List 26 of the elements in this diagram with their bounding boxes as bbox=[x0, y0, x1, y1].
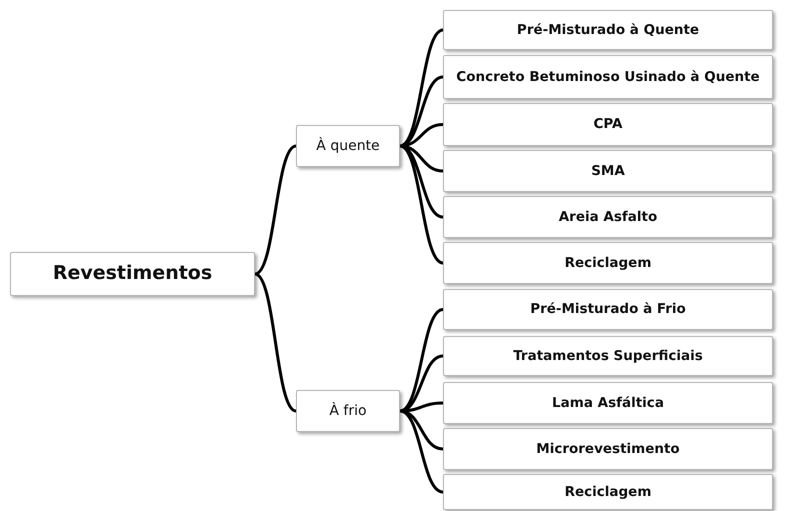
topic-box: Pré-Misturado à Frio bbox=[443, 289, 773, 330]
connector-line bbox=[400, 144, 444, 218]
connector-line bbox=[399, 308, 444, 412]
topic-box: À quente bbox=[296, 125, 400, 167]
topic-box: À frio bbox=[296, 390, 400, 432]
topic-box: CPA bbox=[443, 103, 773, 146]
topic-box: Reciclagem bbox=[443, 242, 773, 284]
connector-line bbox=[254, 144, 297, 276]
topic-box: Reciclagem bbox=[443, 474, 773, 510]
topic-box: Pré-Misturado à Quente bbox=[443, 10, 773, 50]
topic-box: Lama Asfáltica bbox=[443, 382, 773, 424]
topic-box: SMA bbox=[443, 150, 773, 192]
connector-line bbox=[399, 144, 444, 264]
connector-line bbox=[254, 272, 297, 412]
connector-line bbox=[399, 28, 444, 148]
connector-line bbox=[400, 76, 444, 148]
topic-box: Microrevestimento bbox=[443, 428, 773, 470]
topic-box: Areia Asfalto bbox=[443, 196, 773, 238]
connector-line bbox=[400, 410, 444, 450]
topic-box: Tratamentos Superficiais bbox=[443, 336, 773, 376]
connector-line bbox=[400, 354, 444, 412]
connector-line bbox=[400, 144, 444, 172]
root-topic-box: Revestimentos bbox=[10, 252, 255, 296]
connector-line bbox=[400, 402, 444, 412]
connector-line bbox=[400, 410, 444, 494]
topic-box: Concreto Betuminoso Usinado à Quente bbox=[443, 55, 773, 99]
